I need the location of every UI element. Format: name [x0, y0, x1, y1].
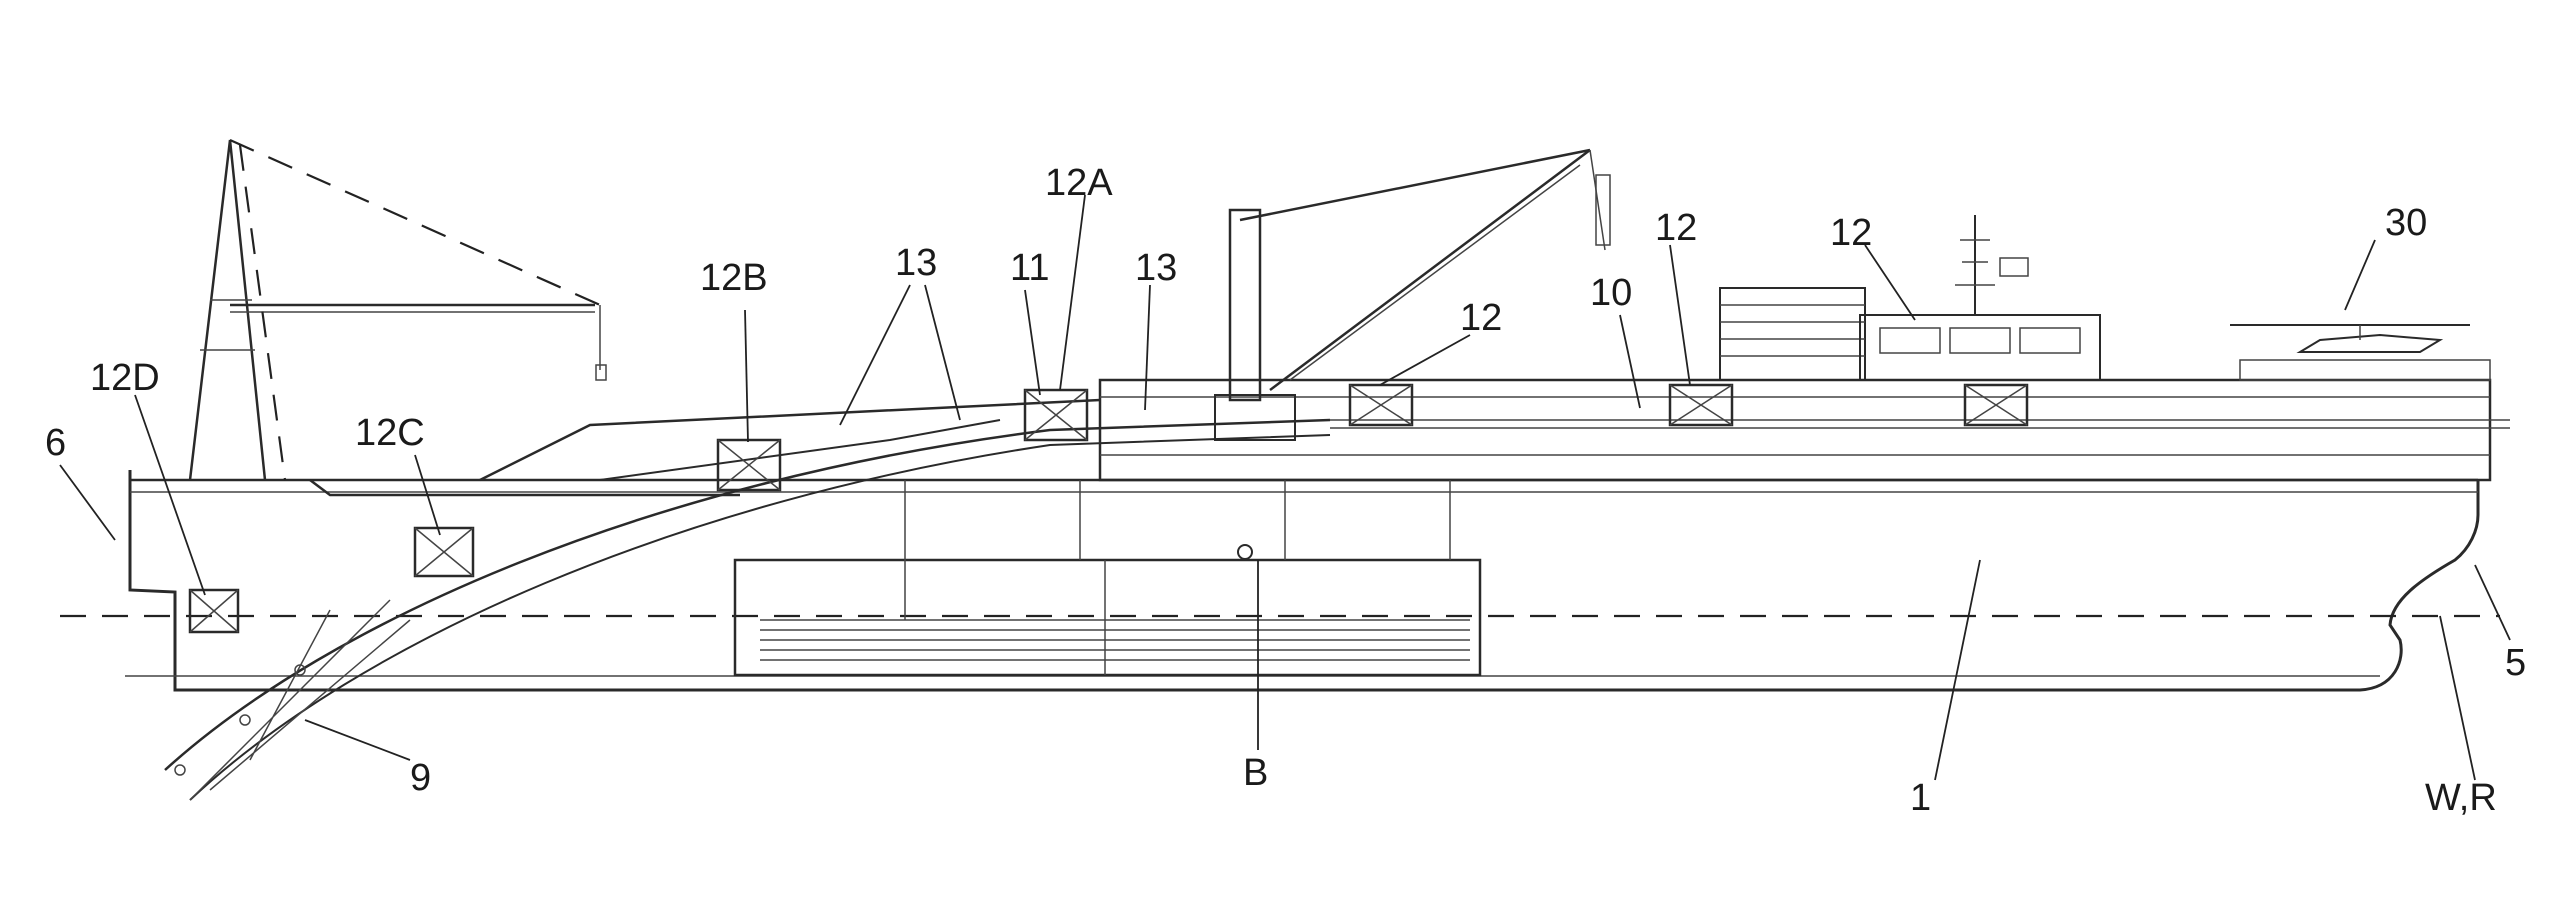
label-12A: 12A	[1045, 162, 1113, 204]
label-W-R: W,R	[2425, 777, 2497, 819]
label-13-right: 13	[1135, 247, 1177, 289]
helideck	[2230, 325, 2490, 380]
superstructure	[1720, 215, 2100, 380]
label-10: 10	[1590, 272, 1632, 314]
label-12B: 12B	[700, 257, 768, 299]
pipe-lay-ramp	[165, 420, 1330, 800]
label-11: 11	[1010, 247, 1049, 289]
label-13-left: 13	[895, 242, 937, 284]
label-12-third: 12	[1830, 212, 1872, 254]
label-12D: 12D	[90, 357, 160, 399]
label-30: 30	[2385, 202, 2427, 244]
label-5: 5	[2505, 642, 2526, 684]
cargo-hold	[735, 480, 1480, 675]
label-12-second: 12	[1655, 207, 1697, 249]
label-12-first: 12	[1460, 297, 1502, 339]
main-deck-structure	[1100, 380, 2510, 480]
label-12C: 12C	[355, 412, 425, 454]
label-9: 9	[410, 757, 431, 799]
label-1: 1	[1910, 777, 1931, 819]
label-6: 6	[45, 422, 66, 464]
label-B: B	[1243, 752, 1268, 794]
tensioner-boxes	[190, 385, 2027, 632]
